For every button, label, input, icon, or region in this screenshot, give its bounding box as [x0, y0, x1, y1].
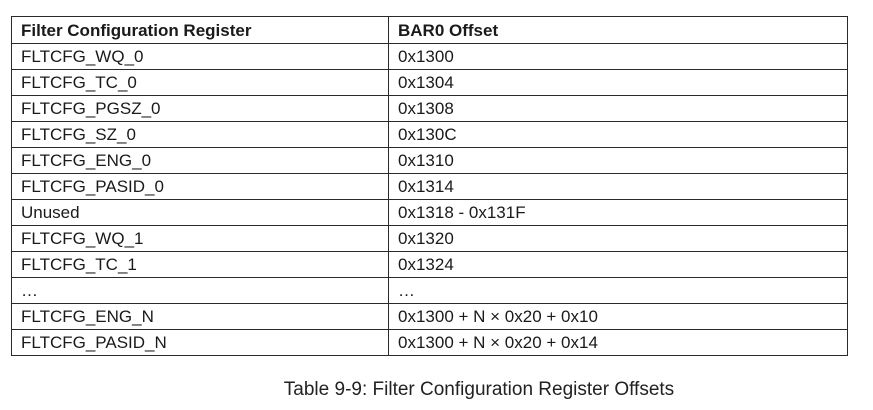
table-row: FLTCFG_TC_1 0x1324	[11, 251, 848, 278]
table-row: FLTCFG_ENG_N 0x1300 + N × 0x20 + 0x10	[11, 303, 848, 330]
table-row: FLTCFG_PGSZ_0 0x1308	[11, 95, 848, 122]
table-row: FLTCFG_WQ_1 0x1320	[11, 225, 848, 252]
register-name-cell: …	[11, 277, 389, 304]
register-name-cell: FLTCFG_TC_0	[11, 69, 389, 96]
register-name-cell: FLTCFG_WQ_0	[11, 43, 389, 70]
table-row: Unused 0x1318 - 0x131F	[11, 199, 848, 226]
column-header-register: Filter Configuration Register	[11, 16, 389, 44]
register-name-cell: Unused	[11, 199, 389, 226]
table-row: FLTCFG_SZ_0 0x130C	[11, 121, 848, 148]
offset-cell: …	[388, 277, 848, 304]
table-body: FLTCFG_WQ_0 0x1300 FLTCFG_TC_0 0x1304 FL…	[11, 43, 848, 356]
offset-cell: 0x1300 + N × 0x20 + 0x10	[388, 303, 848, 330]
header-row: Filter Configuration Register BAR0 Offse…	[11, 16, 848, 44]
offset-cell: 0x1300 + N × 0x20 + 0x14	[388, 329, 848, 356]
table-row: FLTCFG_WQ_0 0x1300	[11, 43, 848, 70]
offset-cell: 0x1308	[388, 95, 848, 122]
table-row: … …	[11, 277, 848, 304]
column-header-offset: BAR0 Offset	[388, 16, 848, 44]
offset-cell: 0x1318 - 0x131F	[388, 199, 848, 226]
register-name-cell: FLTCFG_TC_1	[11, 251, 389, 278]
table-row: FLTCFG_PASID_0 0x1314	[11, 173, 848, 200]
table-row: FLTCFG_TC_0 0x1304	[11, 69, 848, 96]
register-name-cell: FLTCFG_SZ_0	[11, 121, 389, 148]
register-name-cell: FLTCFG_WQ_1	[11, 225, 389, 252]
table-header: Filter Configuration Register BAR0 Offse…	[11, 16, 848, 44]
offset-cell: 0x1320	[388, 225, 848, 252]
offset-cell: 0x1300	[388, 43, 848, 70]
offset-cell: 0x1324	[388, 251, 848, 278]
table-row: FLTCFG_PASID_N 0x1300 + N × 0x20 + 0x14	[11, 329, 848, 356]
register-name-cell: FLTCFG_PGSZ_0	[11, 95, 389, 122]
offset-cell: 0x130C	[388, 121, 848, 148]
table-row: FLTCFG_ENG_0 0x1310	[11, 147, 848, 174]
offset-cell: 0x1310	[388, 147, 848, 174]
register-name-cell: FLTCFG_ENG_0	[11, 147, 389, 174]
offset-cell: 0x1314	[388, 173, 848, 200]
register-offset-table: Filter Configuration Register BAR0 Offse…	[11, 16, 848, 356]
register-name-cell: FLTCFG_PASID_0	[11, 173, 389, 200]
register-name-cell: FLTCFG_PASID_N	[11, 329, 389, 356]
register-name-cell: FLTCFG_ENG_N	[11, 303, 389, 330]
table-caption: Table 9-9: Filter Configuration Register…	[283, 379, 675, 400]
offset-cell: 0x1304	[388, 69, 848, 96]
